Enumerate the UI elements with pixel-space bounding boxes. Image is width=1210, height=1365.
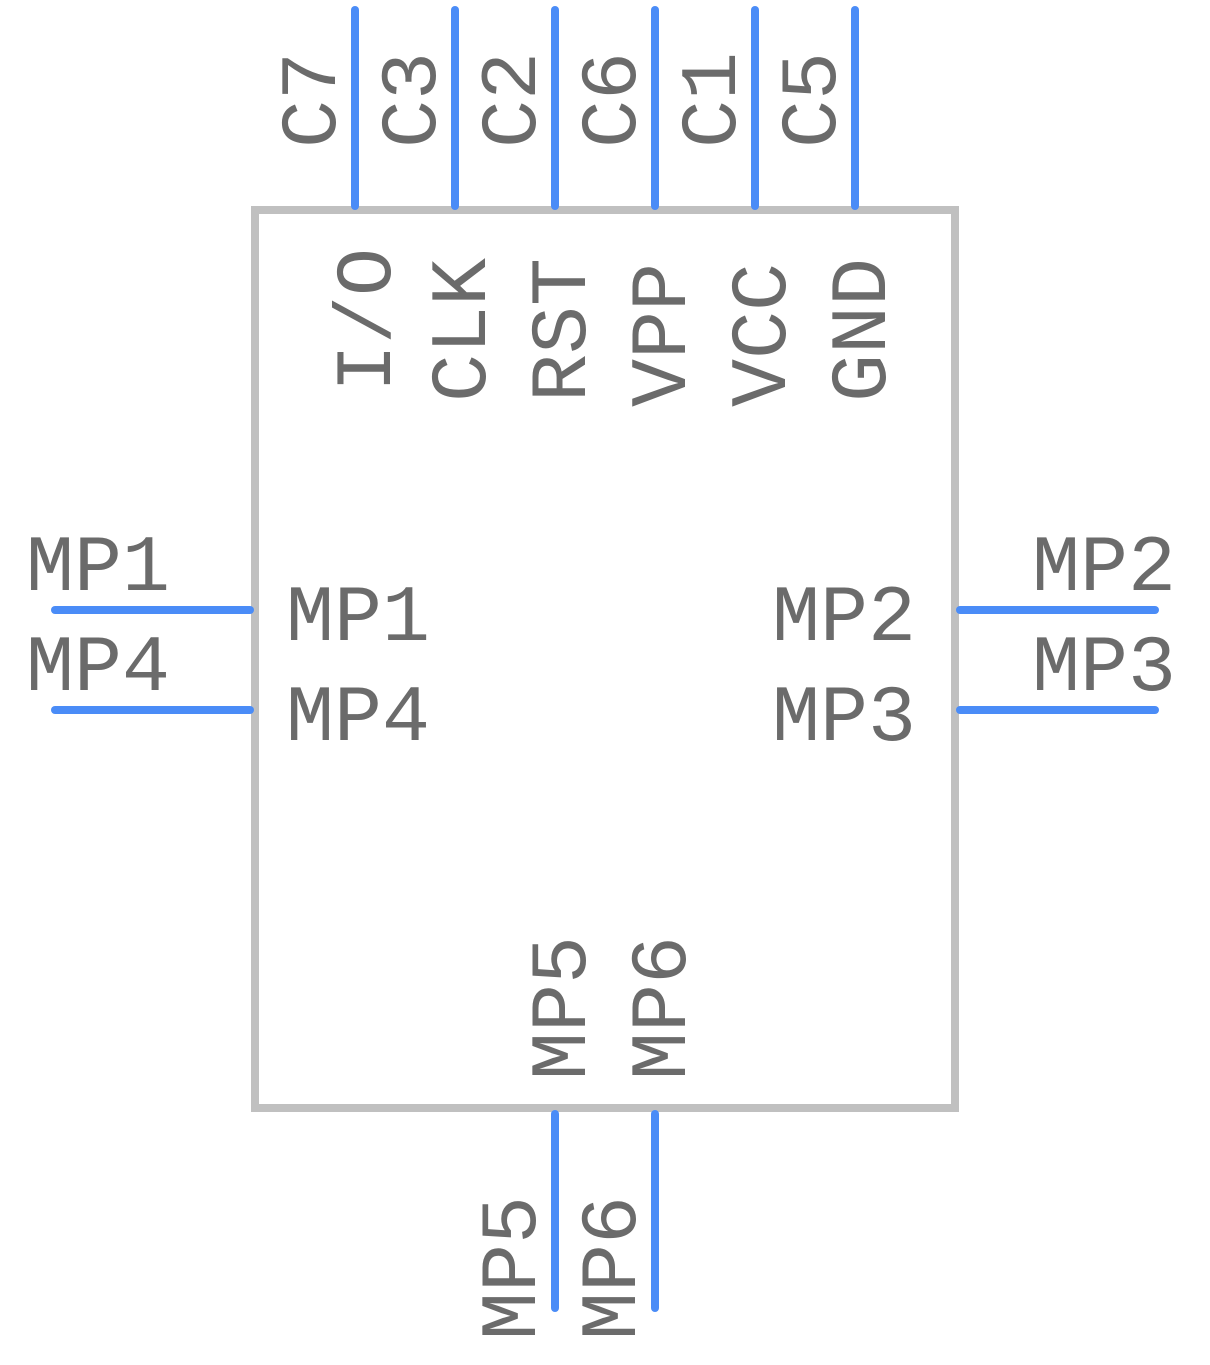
pin-number-top-3: C6 (569, 52, 660, 148)
pin-number-left-0: MP1 (26, 524, 170, 615)
pin-number-top-1: C3 (369, 52, 460, 148)
pin-name-bottom-1: MP6 (619, 936, 710, 1080)
pin-name-top-2: RST (519, 258, 610, 402)
pin-name-left-1: MP4 (286, 674, 430, 765)
pin-number-top-0: C7 (269, 52, 360, 148)
pin-number-bottom-1: MP6 (569, 1196, 660, 1340)
pin-name-top-3: VPP (619, 263, 710, 407)
pin-number-right-1: MP3 (1032, 624, 1176, 715)
pin-name-top-0: I/O (324, 248, 415, 392)
pin-name-top-4: VCC (719, 263, 810, 407)
component-body (251, 206, 959, 1112)
pin-number-top-4: C1 (669, 52, 760, 148)
pin-name-right-1: MP3 (772, 674, 916, 765)
pin-name-top-1: CLK (419, 258, 510, 402)
pin-number-top-2: C2 (469, 52, 560, 148)
pin-number-top-5: C5 (769, 52, 860, 148)
pin-name-bottom-0: MP5 (519, 936, 610, 1080)
pin-number-right-0: MP2 (1032, 524, 1176, 615)
pin-name-left-0: MP1 (286, 574, 430, 665)
pin-name-top-5: GND (819, 258, 910, 402)
pin-number-left-1: MP4 (26, 624, 170, 715)
pin-number-bottom-0: MP5 (469, 1196, 560, 1340)
pin-name-right-0: MP2 (772, 574, 916, 665)
